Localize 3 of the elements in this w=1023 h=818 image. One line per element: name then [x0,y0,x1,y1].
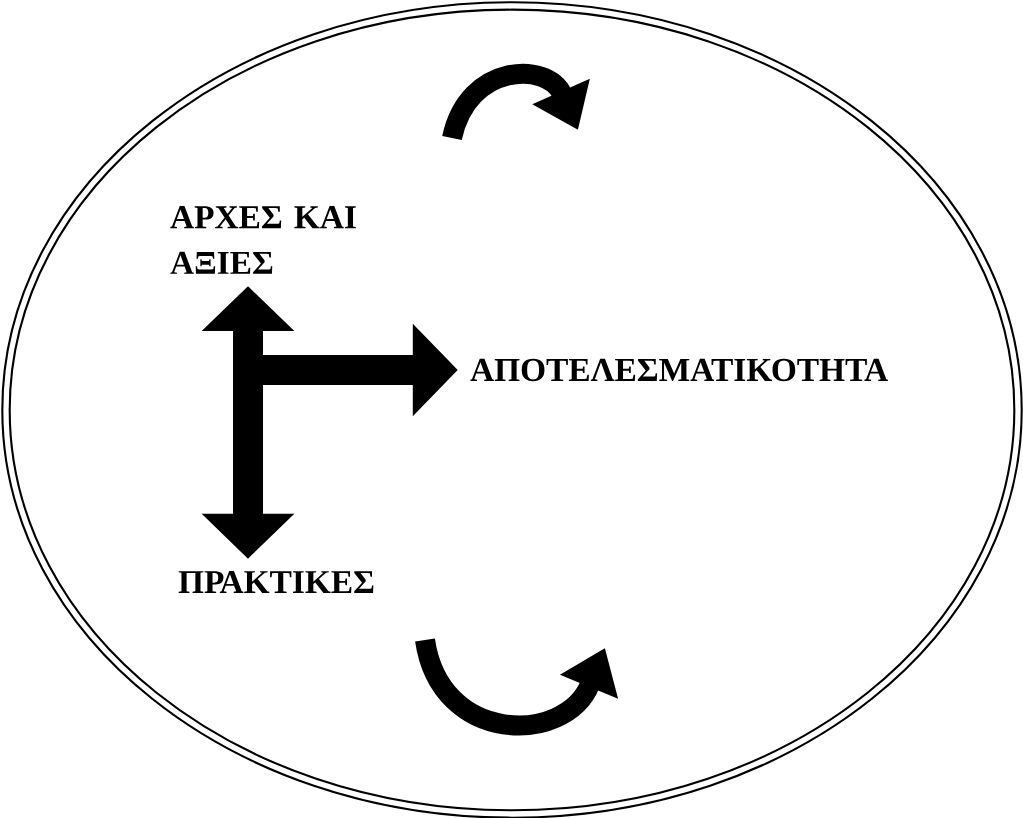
node-label: ΠΡΑΚΤΙΚΕΣ [178,570,374,593]
node-label: ΑΡΧΕΣ ΚΑΙ ΑΞΙΕΣ [170,206,356,274]
node-label: ΑΠΟΤΕΛΕΣΜΑΤΙΚΟΤΗΤΑ [470,358,888,382]
